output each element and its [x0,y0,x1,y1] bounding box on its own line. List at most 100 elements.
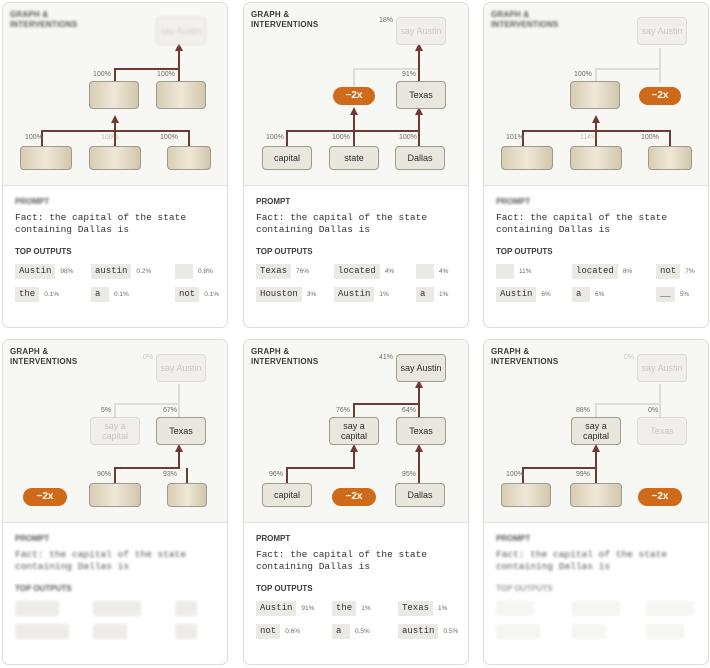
output-chip [572,624,606,639]
mid-left-pct: 100% [574,71,592,78]
mid-left-node[interactable]: say a capital [571,417,621,445]
bottom-left-node[interactable] [501,483,551,507]
mid-left-node[interactable] [89,81,139,109]
output-chip: 4% [416,264,448,279]
mid-left-node[interactable]: say a capital [90,417,140,445]
top-node[interactable]: say Austin [396,17,446,45]
mid-left-pct: 88% [576,407,591,414]
bottom-middle-node[interactable]: state [329,146,379,170]
bottom-right-node[interactable]: Dallas [395,483,445,507]
prompt-text: Fact: the capital of the state containin… [496,549,668,572]
bottom-left-node[interactable]: −2x [23,488,67,506]
output-chip: 0.8% [175,264,213,279]
prompt-text: Fact: the capital of the state containin… [256,549,428,572]
edges [522,384,661,485]
mid-right-pct: 67% [163,407,178,414]
top-outputs [496,601,698,651]
graph-panel: GRAPH & INTERVENTIONS 18% say Austin 91%… [244,3,468,186]
prompt-text: Fact: the capital of the state containin… [496,212,668,235]
bottom-middle-pct: 100% [332,134,350,141]
bottom-right-node[interactable] [167,483,207,507]
bottom-left-pct: 100% [506,471,524,478]
bottom-left-pct: 101% [506,134,524,141]
mid-right-node[interactable]: Texas [396,417,446,445]
top-node[interactable]: say Austin [396,354,446,382]
mid-right-node[interactable]: Texas [156,417,206,445]
bottom-middle-node[interactable] [89,146,141,170]
bottom-right-node[interactable]: −2x [638,488,682,506]
prompt-text: Fact: the capital of the state containin… [256,212,428,235]
mid-left-node[interactable] [570,81,620,109]
output-chip [15,624,69,639]
bottom-middle-pct: 90% [97,471,112,478]
output-chip [646,624,684,639]
bottom-left-node[interactable]: capital [262,146,312,170]
info-panel: PROMPT Fact: the capital of the state co… [244,186,468,314]
mid-right-node[interactable] [156,81,206,109]
bottom-middle-node[interactable] [570,483,622,507]
top-node[interactable]: say Austin [156,17,206,45]
bottom-right-node[interactable]: Dallas [395,146,445,170]
prompt-label: PROMPT [15,197,50,206]
graph-card-3: GRAPH & INTERVENTIONS say Austin 100% −2… [483,2,709,328]
top-pct: 0% [624,354,635,361]
graph-card-2: GRAPH & INTERVENTIONS 18% say Austin 91%… [243,2,469,328]
graph-header: GRAPH & INTERVENTIONS [10,10,78,29]
top-pct: 0% [143,354,154,361]
bottom-middle-pct: 114% [580,134,598,141]
bottom-middle-node[interactable] [89,483,141,507]
top-pct: 18% [379,17,394,24]
bottom-left-node[interactable] [20,146,72,170]
top-node[interactable]: say Austin [637,17,687,45]
graph-panel: GRAPH & INTERVENTIONS 0% say Austin 5% 6… [3,340,227,523]
top-pct: 41% [379,354,394,361]
info-panel: PROMPT Fact: the capital of the state co… [484,523,708,651]
prompt-label: PROMPT [256,534,291,543]
bottom-left-node[interactable]: capital [262,483,312,507]
mid-left-pct: 76% [336,407,351,414]
graph-panel: GRAPH & INTERVENTIONS say Austin 100% −2… [484,3,708,186]
bottom-right-pct: 100% [399,134,417,141]
bottom-middle-node[interactable] [570,146,622,170]
graph-header: GRAPH & INTERVENTIONS [491,347,559,366]
mid-right-pct: 0% [648,407,659,414]
mid-right-node[interactable]: Texas [396,81,446,109]
bottom-middle-node[interactable]: −2x [332,488,376,506]
top-node[interactable]: say Austin [156,354,206,382]
bottom-right-node[interactable] [167,146,211,170]
info-panel: PROMPT Fact: the capital of the state co… [484,186,708,314]
outputs-label: TOP OUTPUTS [256,584,313,593]
mid-left-node[interactable]: −2x [333,87,375,105]
prompt-text: Fact: the capital of the state containin… [15,549,187,572]
mid-right-node[interactable]: −2x [639,87,681,105]
top-node[interactable]: say Austin [637,354,687,382]
bottom-right-node[interactable] [648,146,692,170]
bottom-left-node[interactable] [501,146,553,170]
graph-panel: GRAPH & INTERVENTIONS 41% say Austin 76%… [244,340,468,523]
info-panel: PROMPT Fact: the capital of the state co… [244,523,468,651]
mid-right-node[interactable]: Texas [637,417,687,445]
edges [286,43,423,148]
top-outputs [15,601,217,651]
mid-left-node[interactable]: say a capital [329,417,379,445]
graph-header: GRAPH & INTERVENTIONS [10,347,78,366]
bottom-right-pct: 100% [641,134,659,141]
graph-header: GRAPH & INTERVENTIONS [251,347,319,366]
mid-left-pct: 100% [93,71,111,78]
graph-header: GRAPH & INTERVENTIONS [251,10,319,29]
bottom-right-pct: 100% [160,134,178,141]
edges [41,43,190,148]
